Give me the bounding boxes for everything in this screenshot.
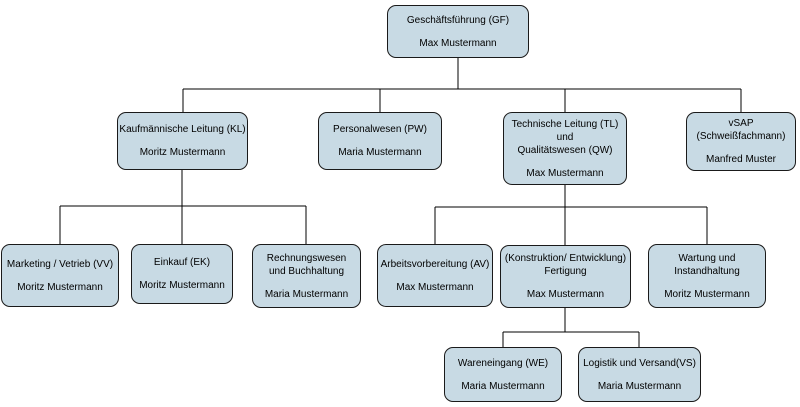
box-title: Personalwesen (PW) xyxy=(333,124,427,135)
org-box-marketing-vertrieb: Marketing / Vetrieb (VV) Moritz Musterma… xyxy=(1,244,119,307)
box-title: Wartung und Instandhaltung xyxy=(674,252,740,277)
box-title: Technische Leitung (TL) und Qualitätswes… xyxy=(511,118,619,156)
org-box-geschaeftsfuehrung: Geschäftsführung (GF) Max Mustermann xyxy=(387,5,529,58)
box-name: Max Mustermann xyxy=(526,167,604,179)
org-box-rechnungswesen: Rechnungswesen und Buchhaltung Maria Mus… xyxy=(252,244,361,308)
org-box-personalwesen: Personalwesen (PW) Maria Mustermann xyxy=(318,112,442,170)
org-box-vsap: vSAP (Schweißfachmann) Manfred Muster xyxy=(686,112,796,171)
org-box-fertigung: (Konstruktion/ Entwicklung) Fertigung Ma… xyxy=(500,245,631,308)
box-name: Maria Mustermann xyxy=(338,147,422,158)
box-name: Manfred Muster xyxy=(705,154,777,165)
box-title: (Konstruktion/ Entwicklung) Fertigung xyxy=(504,253,627,277)
box-name: Moritz Mustermann xyxy=(664,288,750,300)
box-name: Max Mustermann xyxy=(396,281,474,293)
box-title: vSAP (Schweißfachmann) xyxy=(696,118,786,142)
org-box-wareneingang: Wareneingang (WE) Maria Mustermann xyxy=(444,347,562,402)
box-title: Marketing / Vetrieb (VV) xyxy=(6,258,114,270)
box-name: Moritz Mustermann xyxy=(139,147,226,158)
box-name: Maria Mustermann xyxy=(264,288,349,300)
box-title: Logistik und Versand(VS) xyxy=(583,357,696,369)
box-title: Rechnungswesen und Buchhaltung xyxy=(266,252,347,277)
box-title: Einkauf (EK) xyxy=(153,257,211,268)
box-title: Arbeitsvorbereitung (AV) xyxy=(380,258,490,270)
box-title: Geschäftsführung (GF) xyxy=(406,14,510,26)
box-name: Maria Mustermann xyxy=(597,380,682,392)
org-box-arbeitsvorbereitung: Arbeitsvorbereitung (AV) Max Mustermann xyxy=(377,244,493,307)
box-name: Maria Mustermann xyxy=(461,380,545,392)
box-name: Max Mustermann xyxy=(419,37,497,49)
org-box-kaufmaennische-leitung: Kaufmännische Leitung (KL) Moritz Muster… xyxy=(117,112,248,170)
box-title: Kaufmännische Leitung (KL) xyxy=(119,124,246,135)
box-name: Moritz Mustermann xyxy=(139,280,225,291)
org-box-einkauf: Einkauf (EK) Moritz Mustermann xyxy=(131,244,233,304)
org-box-technische-leitung: Technische Leitung (TL) und Qualitätswes… xyxy=(503,112,627,185)
box-title: Wareneingang (WE) xyxy=(457,357,549,369)
box-name: Moritz Mustermann xyxy=(17,281,103,293)
box-name: Max Mustermann xyxy=(526,289,605,300)
org-box-wartung-instandhaltung: Wartung und Instandhaltung Moritz Muster… xyxy=(648,244,766,308)
org-box-logistik-versand: Logistik und Versand(VS) Maria Musterman… xyxy=(578,347,701,402)
